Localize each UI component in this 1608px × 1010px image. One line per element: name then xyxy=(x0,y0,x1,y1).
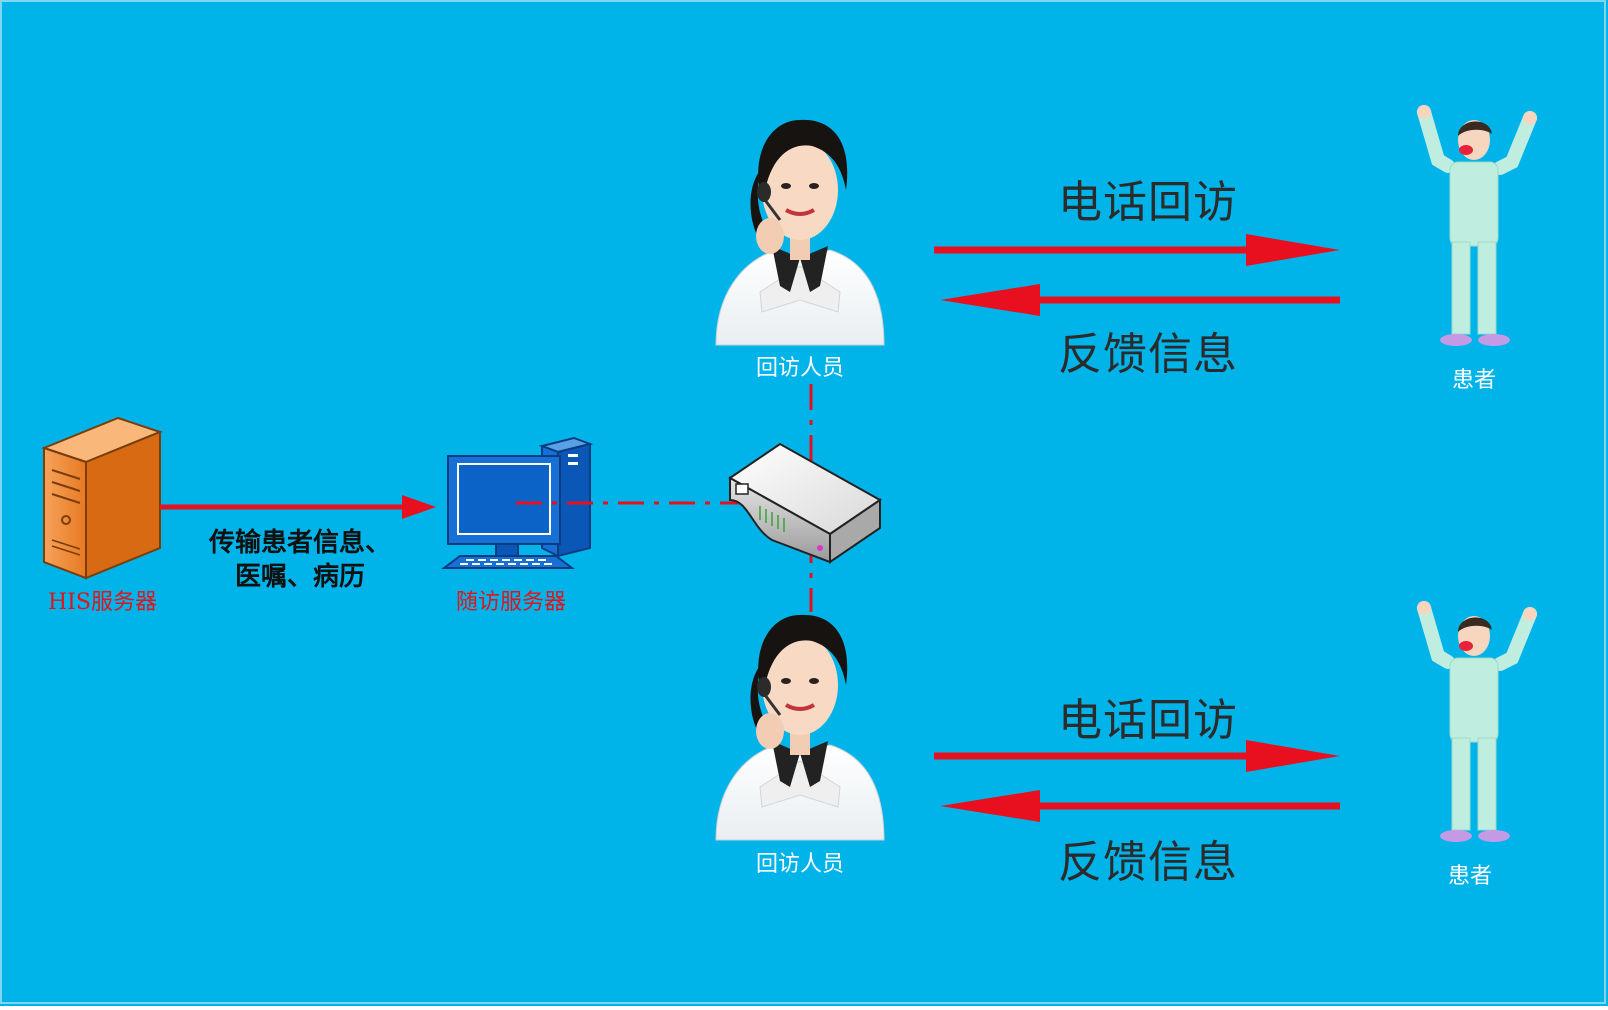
agent-top-label: 回访人员 xyxy=(756,356,845,381)
patient-top-icon xyxy=(1417,105,1537,346)
call-center-agent-top-icon xyxy=(715,119,885,346)
arrow-bottom-feedback xyxy=(940,790,1340,822)
arrow-top-call xyxy=(934,234,1340,266)
patient-bottom-label: 患者 xyxy=(1448,864,1493,889)
top-call-label: 电话回访 xyxy=(1058,177,1238,228)
transfer-label-line1: 传输患者信息、 xyxy=(208,528,391,558)
transfer-label: 传输患者信息、 医嘱、病历 xyxy=(200,526,400,594)
transfer-label-line2: 医嘱、病历 xyxy=(234,562,365,592)
bottom-feedback-label: 反馈信息 xyxy=(1058,837,1238,888)
patient-top-label: 患者 xyxy=(1452,368,1497,393)
arrow-his-to-followup xyxy=(160,495,436,519)
arrow-top-feedback xyxy=(940,284,1340,316)
followup-server-label: 随访服务器 xyxy=(456,590,567,615)
arrow-bottom-call xyxy=(934,740,1340,772)
network-switch-icon xyxy=(728,442,882,564)
bottom-call-label: 电话回访 xyxy=(1058,695,1238,746)
agent-bottom-label: 回访人员 xyxy=(756,852,845,877)
his-server-label: HIS服务器 xyxy=(48,590,157,615)
patient-bottom-icon xyxy=(1417,601,1537,842)
followup-server-icon xyxy=(441,436,594,569)
his-server-icon xyxy=(41,416,163,580)
top-feedback-label: 反馈信息 xyxy=(1058,329,1238,380)
call-center-agent-bottom-icon xyxy=(715,614,885,841)
